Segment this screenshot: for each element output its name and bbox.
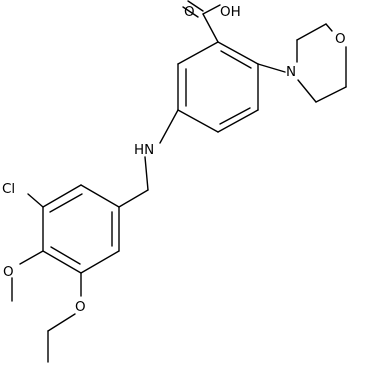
- amine-label: HN: [134, 142, 154, 158]
- benzoic-acid-ring: [177, 41, 259, 133]
- ethoxy-substituent: [47, 272, 82, 363]
- methoxy-oxygen-label: O: [3, 264, 14, 280]
- methoxy-substituent: [11, 250, 44, 302]
- ethoxy-oxygen-label: O: [75, 299, 86, 315]
- morpholine-ring: [257, 23, 347, 103]
- morpholine-oxygen-label: O: [335, 31, 346, 47]
- carboxylic-acid-group: [182, 0, 221, 43]
- carboxyl-oxygen-label: O: [184, 4, 195, 20]
- morpholine-nitrogen-label: N: [286, 64, 296, 80]
- chloro-substituent: [27, 193, 44, 208]
- hydroxyl-label: OH: [220, 4, 241, 20]
- amine-linker: [118, 109, 179, 208]
- chlorine-label: Cl: [2, 181, 15, 197]
- chloro-dialkoxy-ring: [42, 184, 120, 274]
